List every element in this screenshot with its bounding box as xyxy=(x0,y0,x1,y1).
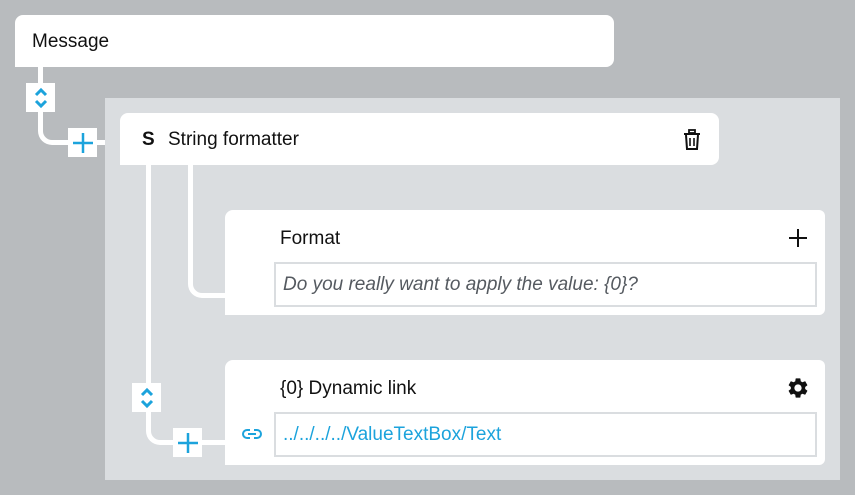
link-icon xyxy=(242,429,262,439)
add-format-button[interactable] xyxy=(787,227,809,249)
chevron-up-down-icon xyxy=(140,387,153,408)
connector-line xyxy=(200,440,227,445)
message-node[interactable]: Message xyxy=(15,15,614,67)
settings-button[interactable] xyxy=(785,375,811,401)
link-button[interactable] xyxy=(240,422,264,446)
chevron-up-down-icon xyxy=(34,87,47,108)
dynamic-link-section: {0} Dynamic link ../../../../ValueTextBo… xyxy=(225,360,825,465)
format-section: Format Do you really want to apply the v… xyxy=(225,210,825,315)
reorder-button[interactable] xyxy=(132,383,161,412)
reorder-button[interactable] xyxy=(26,83,55,112)
string-formatter-node[interactable]: S String formatter xyxy=(120,113,719,165)
trash-icon xyxy=(684,129,700,150)
gear-icon xyxy=(788,378,808,398)
plus-icon xyxy=(177,432,198,453)
dynamic-link-title: {0} Dynamic link xyxy=(280,378,417,399)
add-node-button[interactable] xyxy=(68,128,97,157)
message-node-title: Message xyxy=(32,31,110,52)
string-formatter-title: String formatter xyxy=(168,129,299,150)
format-input[interactable]: Do you really want to apply the value: {… xyxy=(274,262,817,307)
string-formatter-badge: S xyxy=(142,129,155,150)
connector-line-curve xyxy=(188,165,228,298)
plus-icon xyxy=(789,229,807,247)
add-argument-button[interactable] xyxy=(173,428,202,457)
dynamic-link-input[interactable]: ../../../../ValueTextBox/Text xyxy=(274,412,817,457)
delete-button[interactable] xyxy=(680,128,704,152)
format-title: Format xyxy=(280,228,341,249)
connector-line xyxy=(146,165,151,385)
plus-icon xyxy=(72,132,93,153)
connector-line-curve xyxy=(38,115,78,145)
connector-line-curve xyxy=(146,400,186,445)
